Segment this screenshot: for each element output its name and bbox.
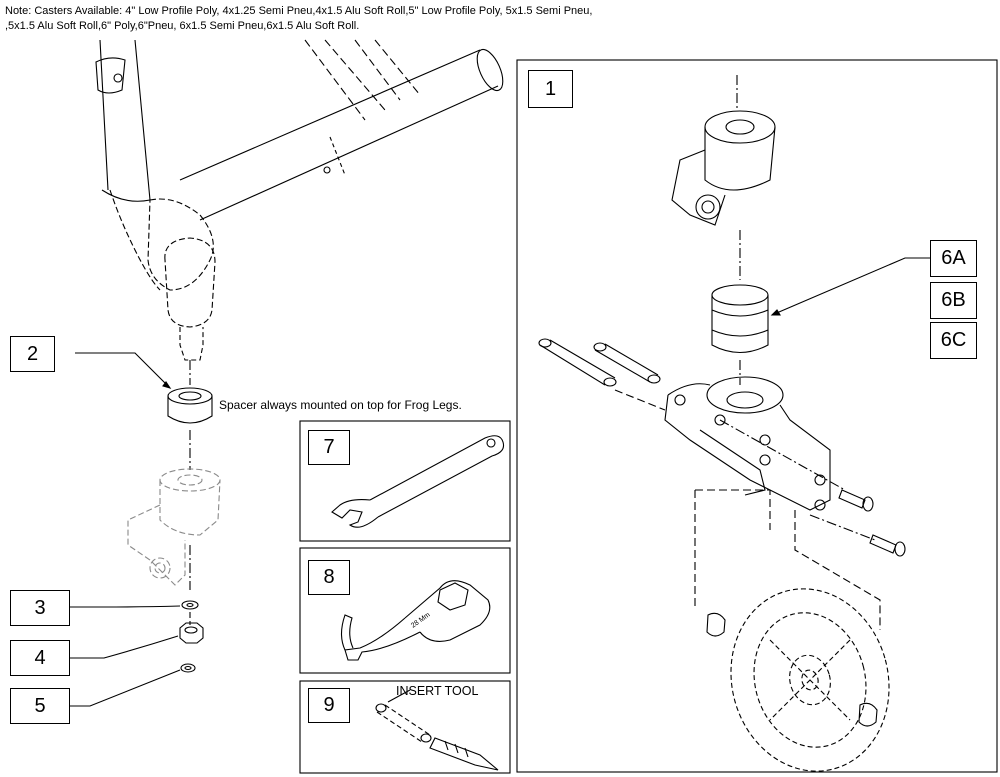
callout-2: 2 bbox=[10, 336, 55, 372]
callout-5: 5 bbox=[10, 688, 70, 724]
tool-panel-8 bbox=[299, 547, 511, 674]
bearing-part bbox=[711, 284, 769, 354]
insert-tool-label: INSERT TOOL bbox=[396, 684, 479, 698]
callout-6b: 6B bbox=[930, 282, 977, 319]
axle-pins bbox=[538, 338, 661, 387]
callout-9: 9 bbox=[308, 688, 350, 723]
frame-assembly bbox=[95, 39, 504, 385]
washer-part bbox=[181, 600, 199, 610]
caster-fork-phantom bbox=[127, 468, 221, 586]
insert-tool bbox=[375, 689, 499, 771]
wheel-spacers bbox=[706, 612, 878, 727]
callout-3: 3 bbox=[10, 590, 70, 626]
spacer-part bbox=[167, 387, 213, 424]
callout-1: 1 bbox=[528, 70, 573, 108]
tool-panel-9 bbox=[299, 680, 511, 774]
hook-spanner-wrench bbox=[340, 580, 491, 661]
callout-7: 7 bbox=[308, 430, 350, 465]
bolt-parts bbox=[838, 489, 906, 557]
wrench-marking: 28 Mm bbox=[410, 612, 432, 630]
callout-6c: 6C bbox=[930, 322, 977, 359]
callout-6a: 6A bbox=[930, 240, 977, 277]
open-end-wrench bbox=[331, 435, 505, 528]
caster-fork-panel bbox=[516, 59, 998, 773]
spacer-caption: Spacer always mounted on top for Frog Le… bbox=[219, 398, 462, 412]
callout-4: 4 bbox=[10, 640, 70, 676]
tool-panel-7 bbox=[299, 420, 511, 542]
caster-fork-part bbox=[664, 376, 831, 511]
caster-wheel bbox=[730, 588, 890, 772]
clip-part bbox=[180, 663, 196, 673]
callout-8: 8 bbox=[308, 560, 350, 595]
casters-note: Note: Casters Available: 4" Low Profile … bbox=[5, 5, 593, 32]
fork-head-part bbox=[671, 110, 776, 226]
nut-part bbox=[179, 622, 204, 644]
